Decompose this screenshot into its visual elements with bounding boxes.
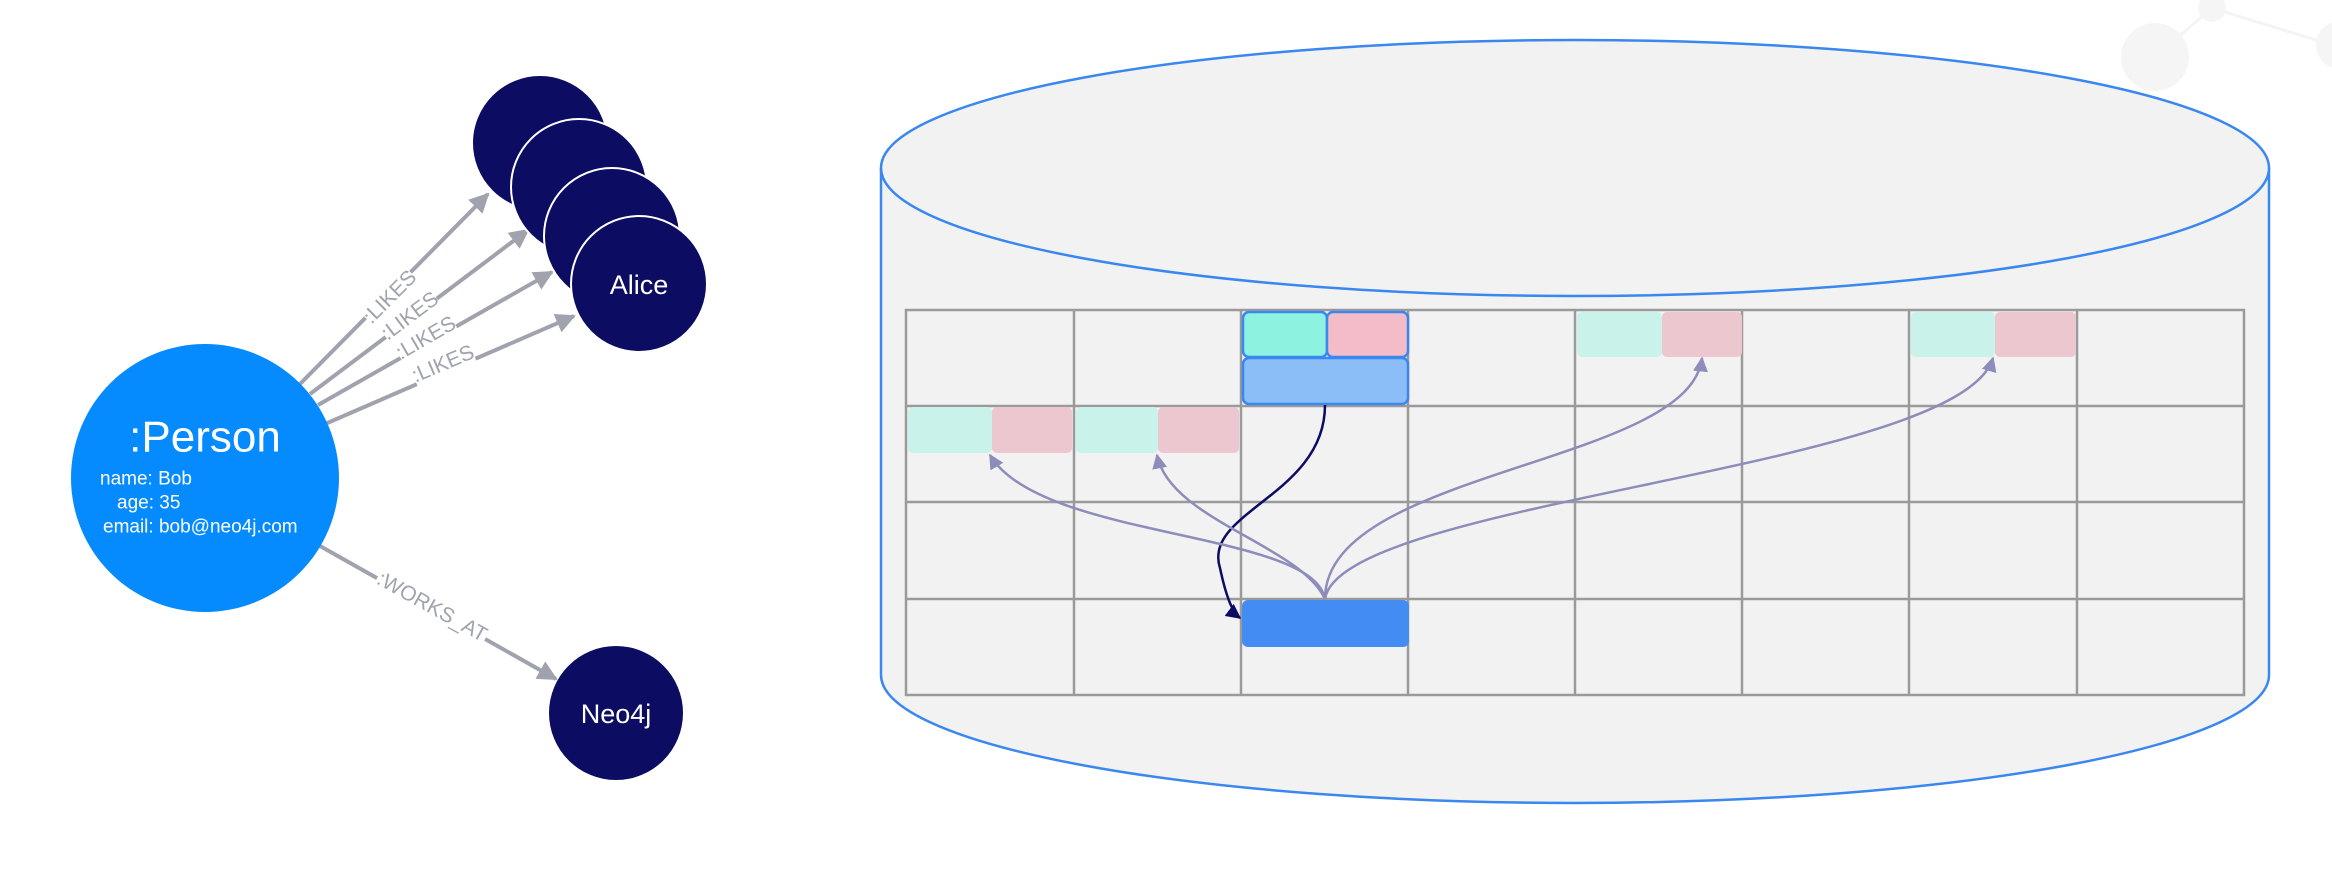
- record-grid: [904, 308, 2246, 697]
- property-record: [1995, 312, 2076, 357]
- relationship-record: [1241, 356, 1410, 406]
- property-record: [1076, 407, 1158, 453]
- storage-cylinder: [879, 38, 2271, 805]
- background-molecule-icon: [2121, 0, 2332, 91]
- pointer-arrow: [1323, 356, 1708, 600]
- property-record: [1911, 312, 1995, 357]
- person-type-label: :Person: [129, 413, 281, 462]
- alice-node-label: Alice: [610, 270, 669, 300]
- property-record: [1158, 407, 1239, 453]
- graph-model: :LIKES :LIKES :LIKES :LIKES :WORKS_AT Al…: [71, 74, 708, 780]
- active-property-record: [1325, 310, 1410, 359]
- pointer-arrow: [1216, 404, 1327, 619]
- alice-node: [570, 215, 708, 353]
- company-node-label: Neo4j: [581, 699, 652, 729]
- person-main-node: [71, 344, 339, 612]
- node-record: [1242, 600, 1409, 647]
- property-record: [908, 407, 992, 453]
- property-record: [1662, 312, 1742, 357]
- property-record: [992, 407, 1072, 453]
- active-property-record: [1241, 310, 1329, 359]
- person-property-name: name: Bob: [100, 469, 192, 490]
- pointer-arrow: [1152, 453, 1327, 600]
- person-property-age: age: 35: [117, 493, 180, 514]
- pointer-arrow: [1323, 356, 1997, 600]
- property-record: [1577, 312, 1662, 357]
- person-property-email: email: bob@neo4j.com: [103, 517, 298, 538]
- works-at-label: :WORKS_AT: [373, 567, 491, 646]
- company-node: [549, 646, 683, 780]
- cylinder-top: [879, 38, 2271, 298]
